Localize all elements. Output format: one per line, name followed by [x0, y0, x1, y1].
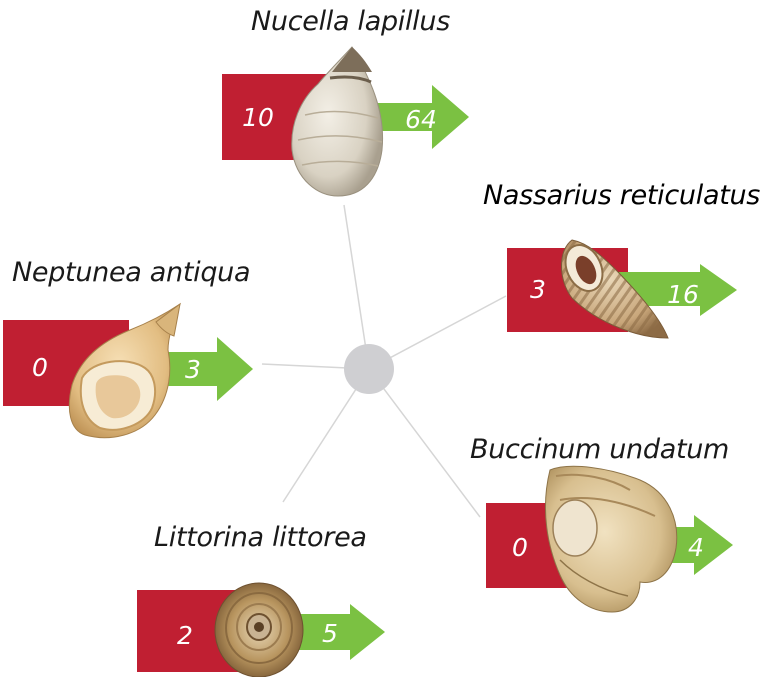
central-hub	[344, 344, 394, 394]
left-count: 2	[177, 621, 193, 650]
right-count: 3	[185, 355, 201, 384]
right-count: 16	[667, 280, 699, 309]
spoke-buccinum	[369, 369, 480, 517]
left-count: 3	[530, 275, 546, 304]
label-nucella-lapillus: Nucella lapillus	[251, 6, 450, 37]
label-buccinum-undatum: Buccinum undatum	[470, 434, 729, 465]
right-count: 5	[322, 619, 338, 648]
left-count: 0	[32, 353, 48, 382]
right-count: 4	[688, 533, 704, 562]
left-count: 0	[512, 533, 528, 562]
node-neptunea: 0 3	[3, 304, 253, 438]
node-nassarius: 3 16	[507, 239, 737, 338]
label-nassarius-reticulatus: Nassarius reticulatus	[483, 180, 760, 211]
right-count: 64	[405, 105, 437, 134]
node-nucella: 10 64	[222, 47, 469, 196]
node-littorina: 2 5	[137, 583, 385, 677]
label-neptunea-antiqua: Neptunea antiqua	[12, 257, 250, 288]
label-littorina-littorea: Littorina littorea	[154, 522, 367, 553]
node-buccinum: 0 4	[486, 466, 733, 612]
nucella-shell	[292, 47, 383, 196]
green-arrow	[296, 604, 385, 660]
littorina-shell	[215, 583, 303, 677]
buccinum-shell	[545, 466, 676, 612]
left-count: 10	[242, 103, 274, 132]
